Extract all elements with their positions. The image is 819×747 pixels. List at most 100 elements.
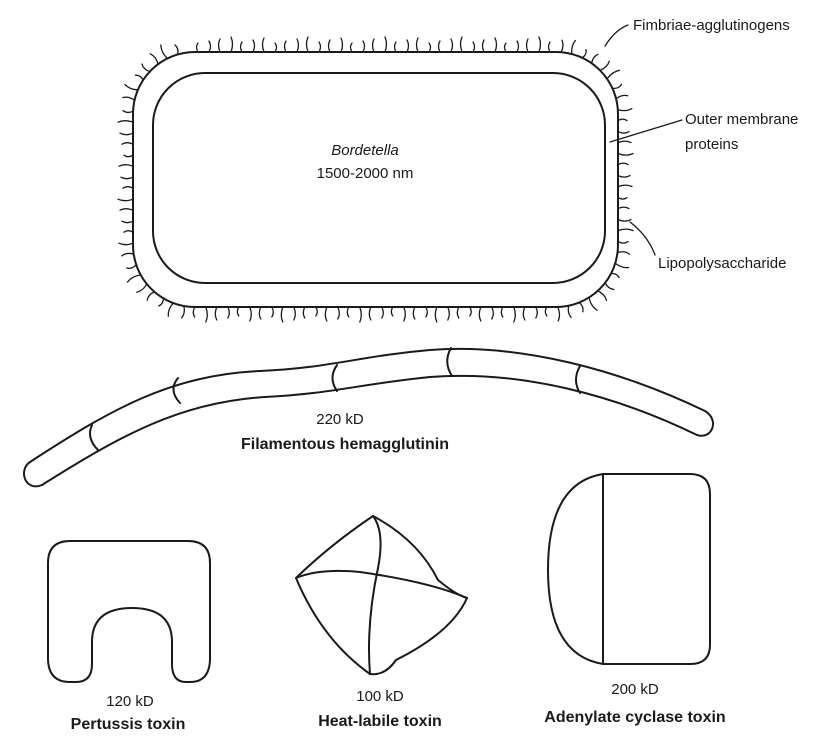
fimbria-hair (215, 307, 217, 320)
fimbria-hair (373, 39, 375, 52)
fimbria-hair (598, 291, 607, 301)
fimbria-hair (253, 40, 255, 52)
fimbria-hair (613, 84, 622, 88)
fimbria-hair (341, 38, 343, 52)
fimbria-hair (303, 307, 305, 318)
fimbria-hair (618, 141, 631, 143)
fha-right-cap (697, 411, 713, 436)
fimbria-hair (360, 307, 362, 322)
fimbria-hair (237, 307, 239, 316)
fimbria-hair (461, 37, 463, 52)
pertussis-toxin-shape (48, 541, 210, 682)
fimbria-hair (168, 303, 173, 316)
fimbria-hair (517, 41, 519, 52)
fimbria-hair (281, 307, 283, 322)
fimbria-hair (514, 307, 516, 322)
fimbria-hair (263, 38, 265, 52)
fimbria-hair (118, 199, 133, 201)
fimbria-hair (120, 209, 133, 211)
fimbria-hair (325, 307, 327, 321)
fimbria-hair (338, 307, 340, 319)
fimbria-hair (618, 229, 633, 231)
fimbria-hair (125, 84, 138, 89)
fimbria-hair (618, 163, 628, 165)
fimbriae-leader-line (605, 25, 628, 46)
fimbria-hair (297, 39, 299, 52)
fimbria-hair (122, 221, 133, 223)
fimbria-hair (618, 176, 630, 178)
fimbria-hair (118, 121, 133, 123)
fimbria-hair (231, 37, 233, 52)
fimbria-hair (549, 42, 551, 52)
fimbria-hair (147, 292, 154, 300)
fimbria-hair (391, 307, 393, 316)
fimbria-hair (285, 41, 287, 52)
filamentous-hemagglutinin: 220 kD Filamentous hemagglutinin (24, 348, 713, 486)
fimbria-hair (123, 97, 135, 100)
fimbria-hair (479, 307, 481, 321)
fimbria-hair (539, 37, 541, 52)
fimbria-hair (527, 39, 529, 52)
heat-labile-toxin-outline (296, 516, 467, 674)
fimbria-hair (545, 307, 547, 316)
fimbria-hair (407, 40, 409, 52)
fimbria-hair (483, 40, 485, 52)
fimbria-hair (501, 307, 503, 317)
fimbria-hair (536, 307, 538, 318)
pertussis-toxin-name: Pertussis toxin (71, 716, 186, 733)
fimbria-hair (395, 42, 397, 52)
fimbria-hair (197, 43, 199, 52)
fimbria-hair (119, 243, 133, 245)
fimbria-hair (382, 307, 384, 318)
fimbria-hair (439, 41, 441, 52)
fimbria-hair (618, 207, 629, 209)
fimbria-hair (618, 185, 632, 187)
fimbria-hair (579, 303, 583, 312)
fimbria-hair (611, 273, 619, 277)
fimbria-hair (347, 307, 349, 317)
fimbria-hair (618, 154, 633, 156)
pertussis-toxin: 120 kD Pertussis toxin (48, 541, 210, 733)
fimbria-hair (470, 307, 472, 316)
fimbria-hair (429, 43, 431, 52)
fimbria-hair (228, 307, 230, 318)
fimbria-hair (589, 298, 597, 311)
outer-membrane-label-line1: Outer membrane (685, 111, 798, 128)
fimbria-hair (582, 50, 586, 58)
fimbria-hair (206, 307, 208, 322)
fimbria-hair (161, 45, 168, 59)
fimbria-hair (124, 231, 133, 233)
heat-labile-toxin-arc-horizontal (296, 571, 467, 598)
fimbria-hair (618, 119, 627, 121)
fimbria-hair (615, 263, 628, 267)
fha-segment-divider-4 (447, 348, 452, 376)
fimbria-hair (182, 306, 185, 318)
fimbria-hair (558, 307, 560, 321)
adenylate-cyclase-toxin: 200 kD Adenylate cyclase toxin (544, 474, 725, 726)
heat-labile-toxin-weight: 100 kD (356, 688, 404, 705)
fimbria-hair (473, 42, 475, 52)
fimbria-hair (123, 111, 133, 113)
fimbria-hair (605, 283, 614, 290)
fimbria-hair (119, 165, 133, 167)
fimbria-hair (120, 133, 133, 135)
fimbria-hair (124, 155, 133, 157)
heat-labile-toxin-name: Heat-labile toxin (318, 713, 442, 730)
fimbria-hair (426, 307, 428, 317)
fimbria-hair (618, 132, 629, 134)
fimbria-hair (150, 54, 158, 64)
fimbria-hair (561, 40, 563, 52)
fimbria-hair (385, 37, 387, 52)
fimbria-hair (250, 307, 252, 321)
lps-leader-line (630, 222, 655, 255)
fimbria-hair (435, 307, 437, 322)
fimbria-hair (209, 41, 211, 52)
fimbria-hair (127, 265, 137, 269)
fimbria-hair (275, 43, 277, 52)
fimbria-hair (319, 42, 321, 52)
fimbria-hair (505, 43, 507, 52)
fimbria-hair (294, 307, 296, 320)
adenylate-cyclase-toxin-name: Adenylate cyclase toxin (544, 709, 725, 726)
fimbria-hair (175, 45, 178, 55)
fimbria-hair (592, 54, 598, 63)
